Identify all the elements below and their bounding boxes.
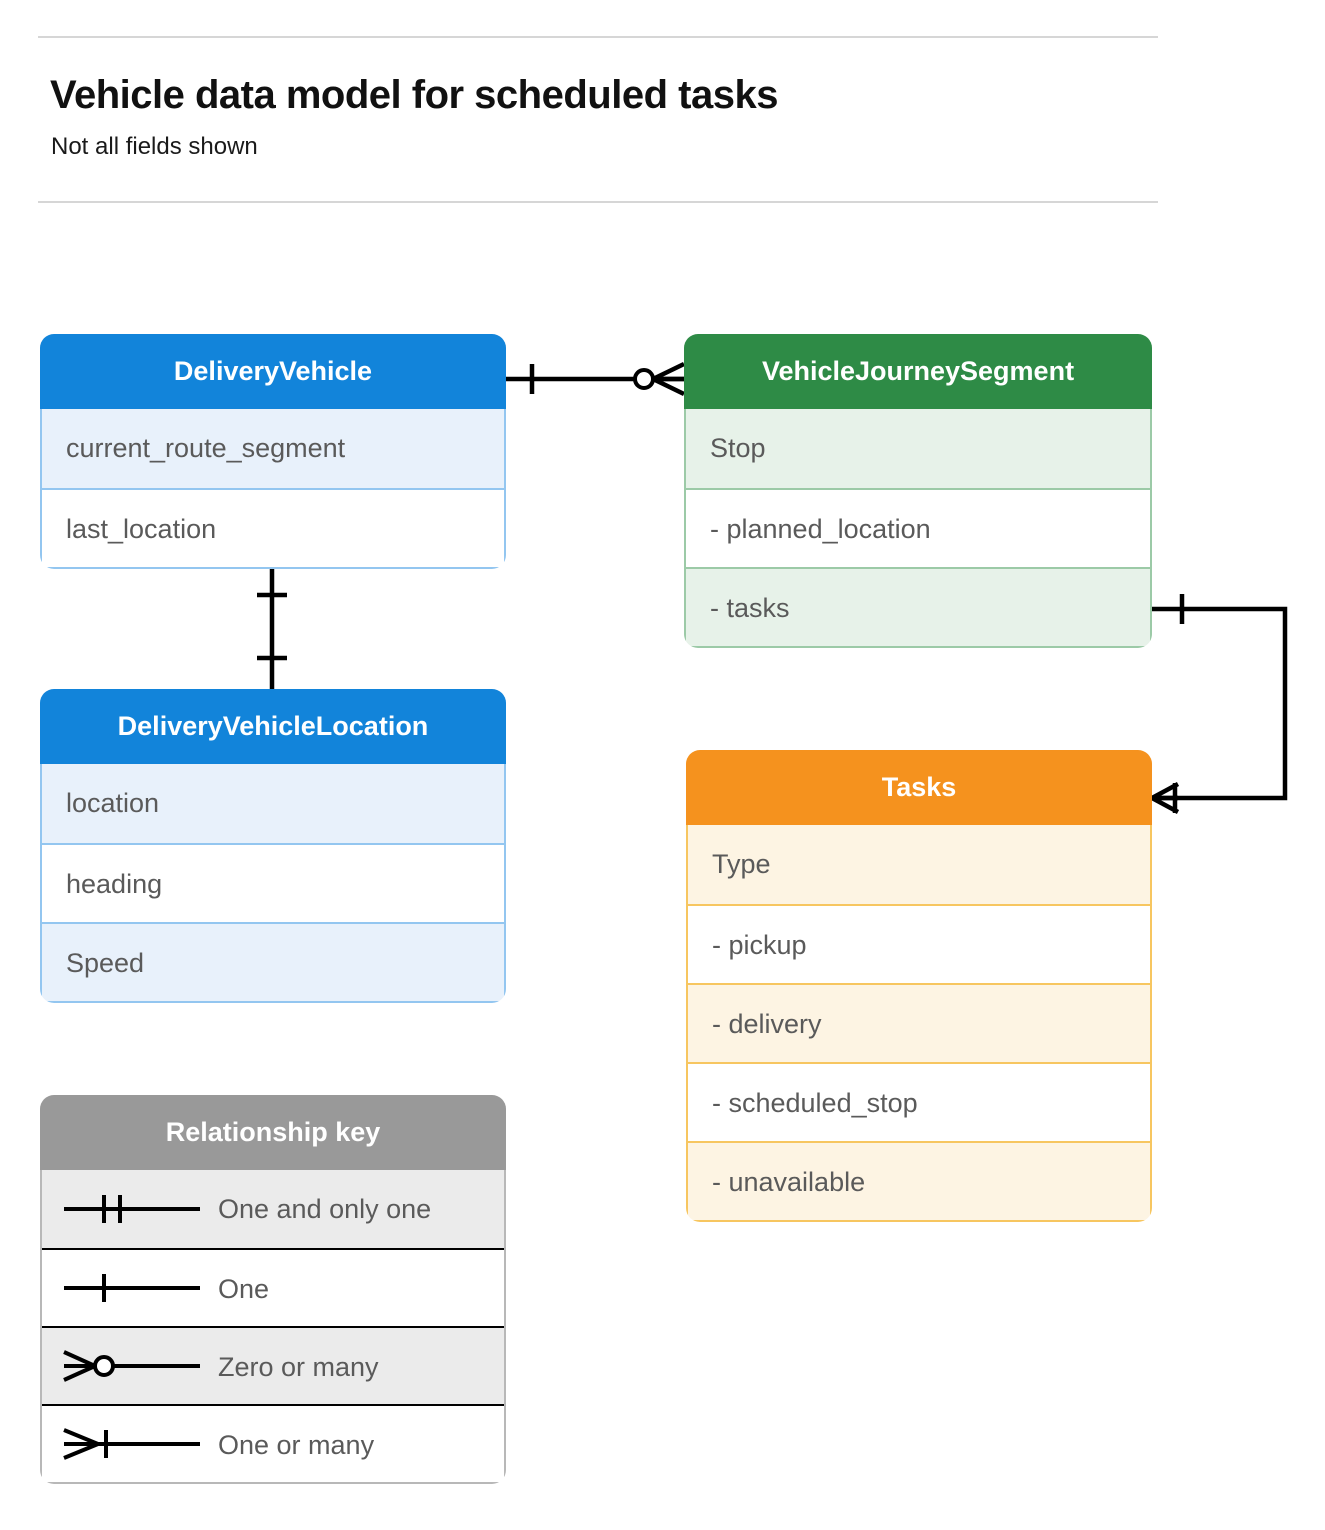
field-row: location (42, 764, 504, 843)
field-row: - pickup (688, 904, 1150, 983)
legend-item-label: One and only one (218, 1194, 432, 1224)
field-row: - unavailable (688, 1141, 1150, 1220)
header-divider-top (38, 36, 1158, 38)
entity-fields-delivery-vehicle-location: location heading Speed (40, 764, 506, 1003)
entity-fields-delivery-vehicle: current_route_segment last_location (40, 409, 506, 569)
entity-title-delivery-vehicle-location: DeliveryVehicleLocation (40, 689, 506, 764)
field-row: Speed (42, 922, 504, 1001)
one-and-only-one-symbol (64, 1195, 200, 1223)
field-row: last_location (42, 488, 504, 567)
legend-item-label: One or many (218, 1430, 375, 1460)
entity-delivery-vehicle-location[interactable]: DeliveryVehicleLocation location heading… (40, 689, 506, 1003)
entity-vehicle-journey-segment[interactable]: VehicleJourneySegment Stop - planned_loc… (684, 334, 1152, 648)
field-row: - scheduled_stop (688, 1062, 1150, 1141)
page-subtitle: Not all fields shown (51, 133, 258, 160)
legend-rows: One and only one One Zero (40, 1170, 506, 1484)
legend-title: Relationship key (40, 1095, 506, 1170)
legend-item-label: Zero or many (218, 1352, 379, 1382)
one-symbol (64, 1274, 200, 1302)
field-row: - tasks (686, 567, 1150, 646)
field-row: - planned_location (686, 488, 1150, 567)
legend-item-one-or-many: One or many (42, 1404, 504, 1482)
zero-or-many-symbol (63, 1350, 200, 1382)
legend-item-zero-or-many: Zero or many (42, 1326, 504, 1404)
one-or-many-symbol (63, 1428, 200, 1460)
entity-fields-tasks: Type - pickup - delivery - scheduled_sto… (686, 825, 1152, 1222)
legend-item-label: One (218, 1274, 270, 1304)
relationship-key-legend[interactable]: Relationship key One and only one One (40, 1095, 506, 1484)
entity-title-delivery-vehicle: DeliveryVehicle (40, 334, 506, 409)
connector-deliveryvehicle-journeysegment (506, 361, 685, 397)
legend-item-one-and-only-one: One and only one (42, 1170, 504, 1248)
field-row: Type (688, 825, 1150, 904)
field-row: - delivery (688, 983, 1150, 1062)
field-row: Stop (686, 409, 1150, 488)
entity-title-tasks: Tasks (686, 750, 1152, 825)
connector-deliveryvehicle-location (257, 568, 287, 689)
entity-delivery-vehicle[interactable]: DeliveryVehicle current_route_segment la… (40, 334, 506, 569)
entity-fields-vehicle-journey-segment: Stop - planned_location - tasks (684, 409, 1152, 648)
entity-tasks[interactable]: Tasks Type - pickup - delivery - schedul… (686, 750, 1152, 1222)
entity-title-vehicle-journey-segment: VehicleJourneySegment (684, 334, 1152, 409)
connector-journeysegment-tasks (1150, 594, 1288, 814)
field-row: heading (42, 843, 504, 922)
field-row: current_route_segment (42, 409, 504, 488)
page-title: Vehicle data model for scheduled tasks (50, 73, 778, 117)
legend-item-one: One (42, 1248, 504, 1326)
header-divider-bottom (38, 201, 1158, 203)
